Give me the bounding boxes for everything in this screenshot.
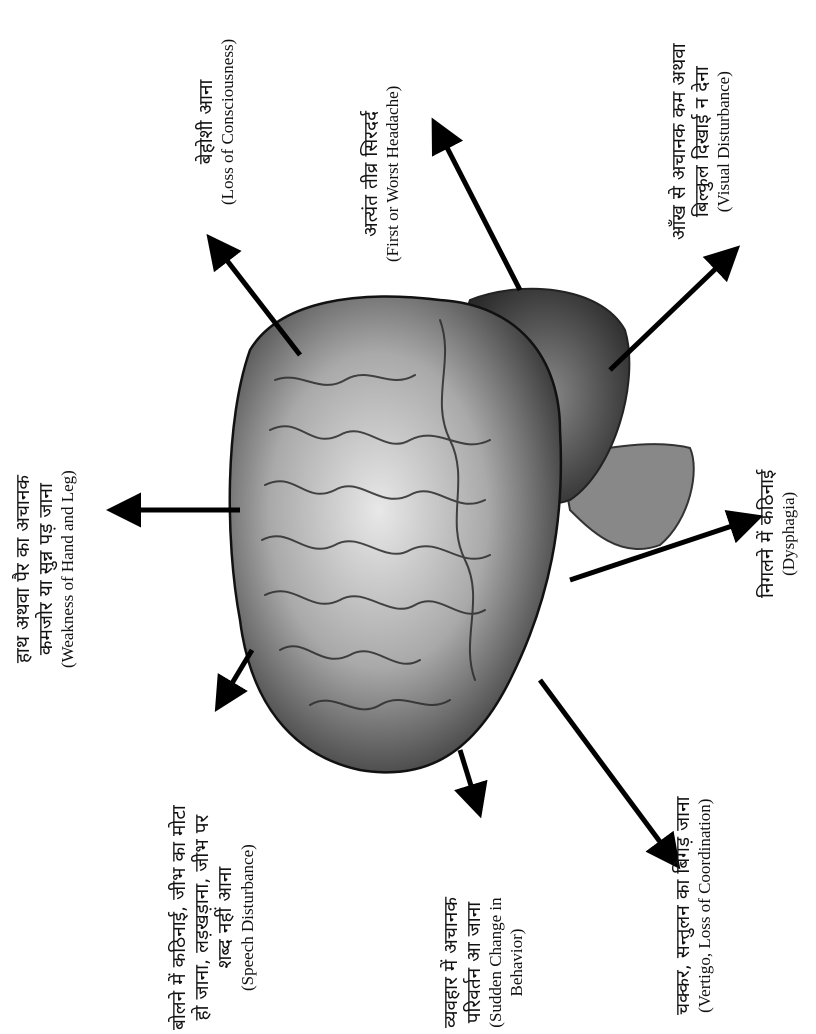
label-loss-of-consciousness: बेहोशी आना (Loss of Consciousness): [195, 39, 239, 205]
label-speech-english: (Speech Disturbance): [238, 805, 259, 1030]
label-speech-hindi-1: बोलने में कठिनाई, जीभ का मोटा: [168, 805, 191, 1030]
label-weakness-english: (Weakness of Hand and Leg): [58, 470, 79, 668]
label-coordination-english: (Vertigo, Loss of Coordination): [695, 796, 716, 1015]
label-headache-english: (First or Worst Headache): [383, 86, 404, 262]
label-dysphagia: निगलने में कठिनाई (Dysphagia): [756, 470, 800, 598]
label-visual-hindi-1: आँख से अचानक कम अथवा: [668, 43, 691, 240]
label-weakness-hand-leg: हाथ अथवा पैर का अचानक कमजोर या सुन्न पड़…: [12, 470, 79, 668]
label-dysphagia-hindi: निगलने में कठिनाई: [756, 470, 779, 598]
label-behavior-hindi-1: व्यवहार में अचानक: [440, 897, 463, 1028]
arrow-behavior: [460, 750, 477, 805]
label-dysphagia-english: (Dysphagia): [779, 470, 800, 598]
label-consciousness-hindi: बेहोशी आना: [195, 39, 218, 205]
label-weakness-hindi-1: हाथ अथवा पैर का अचानक: [12, 470, 35, 668]
label-worst-headache: अत्यंत तीव्र सिरदर्द (First or Worst Hea…: [360, 86, 404, 262]
label-weakness-hindi-2: कमजोर या सुन्न पड़ जाना: [35, 470, 58, 668]
label-speech-hindi-3: शब्द नहीं आना: [214, 805, 237, 1030]
label-behavior-change: व्यवहार में अचानक परिवर्तन आ जाना (Sudde…: [440, 897, 528, 1028]
label-speech-disturbance: बोलने में कठिनाई, जीभ का मोटा हो जाना, ल…: [168, 805, 258, 1030]
label-behavior-english-2: Behavior): [507, 897, 528, 1028]
arrow-coordination: [540, 680, 672, 858]
label-vertigo-coordination: चक्कर, सन्तुलन का बिगड़ जाना (Vertigo, L…: [672, 796, 716, 1015]
label-visual-english: (Visual Disturbance): [714, 43, 735, 240]
label-behavior-english-1: (Sudden Change in: [486, 897, 507, 1028]
label-behavior-hindi-2: परिवर्तन आ जाना: [463, 897, 486, 1028]
label-visual-hindi-2: बिल्कुल दिखाई न देना: [691, 43, 714, 240]
label-coordination-hindi: चक्कर, सन्तुलन का बिगड़ जाना: [672, 796, 695, 1015]
label-consciousness-english: (Loss of Consciousness): [218, 39, 239, 205]
label-headache-hindi: अत्यंत तीव्र सिरदर्द: [360, 86, 383, 262]
label-visual-disturbance: आँख से अचानक कम अथवा बिल्कुल दिखाई न देन…: [668, 43, 735, 240]
arrow-headache: [438, 130, 520, 290]
label-speech-hindi-2: हो जाना, लड़खड़ाना, जीभ पर: [191, 805, 214, 1030]
arrow-speech: [222, 650, 252, 700]
arrow-visual: [610, 255, 730, 370]
